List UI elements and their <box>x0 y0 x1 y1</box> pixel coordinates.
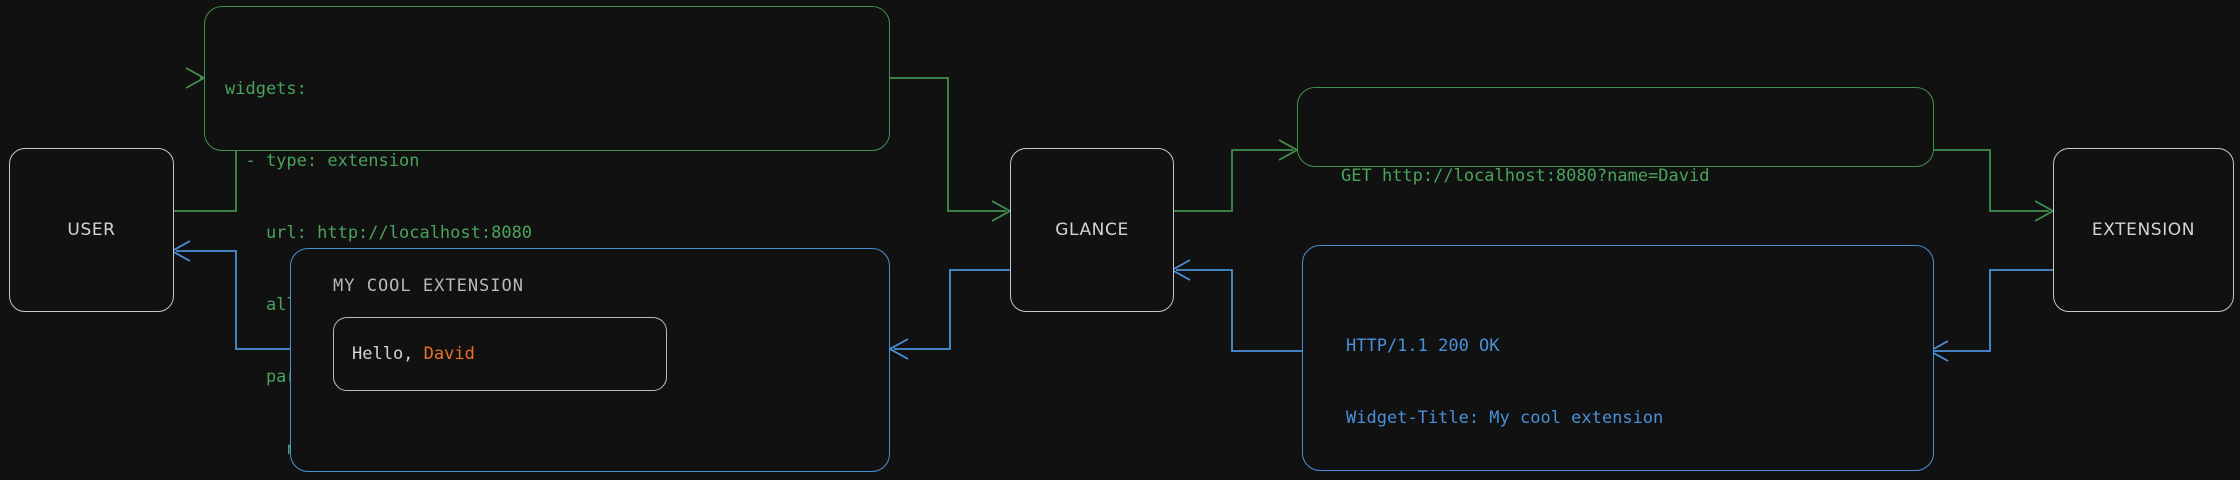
http-response-line: Widget-Title: My cool extension <box>1346 408 1664 428</box>
node-glance[interactable]: GLANCE <box>1010 148 1174 312</box>
message-http-request: GET http://localhost:8080?name=David <box>1297 87 1934 186</box>
http-response-text: HTTP/1.1 200 OK Widget-Title: My cool ex… <box>1346 286 1827 480</box>
node-user-label: USER <box>67 220 116 240</box>
edge-extension-to-response <box>1928 269 2053 362</box>
config-yaml-line: widgets: <box>225 79 307 99</box>
message-config-yaml: widgets: - type: extension url: http://l… <box>204 6 890 459</box>
rendered-widget-greeting: Hello, David <box>352 344 475 364</box>
rendered-widget-card: Hello, David <box>333 317 667 391</box>
http-request-line: GET http://localhost:8080?name=David <box>1341 166 1710 186</box>
rendered-widget-title: MY COOL EXTENSION <box>333 276 524 296</box>
message-http-response: HTTP/1.1 200 OK Widget-Title: My cool ex… <box>1302 245 1934 471</box>
http-response-line: HTTP/1.1 200 OK <box>1346 336 1500 356</box>
node-user[interactable]: USER <box>9 148 174 312</box>
edge-request-to-extension <box>1934 149 2055 222</box>
edge-config-to-glance <box>890 77 1012 222</box>
edge-glance-to-request <box>1172 139 1299 212</box>
rendered-widget-greeting-prefix: Hello, <box>352 344 424 364</box>
edge-glance-to-widget <box>888 269 1010 360</box>
config-yaml-line: url: http://localhost:8080 <box>225 223 533 243</box>
config-yaml-line: - type: extension <box>225 151 420 171</box>
edge-response-to-glance <box>1170 259 1302 352</box>
node-extension-label: EXTENSION <box>2091 220 2196 240</box>
node-extension[interactable]: EXTENSION <box>2053 148 2234 312</box>
node-glance-label: GLANCE <box>1055 220 1129 240</box>
http-request-text: GET http://localhost:8080?name=David <box>1341 116 1709 236</box>
rendered-widget-greeting-name: David <box>423 344 475 364</box>
message-rendered-widget: MY COOL EXTENSION Hello, David <box>290 248 890 472</box>
